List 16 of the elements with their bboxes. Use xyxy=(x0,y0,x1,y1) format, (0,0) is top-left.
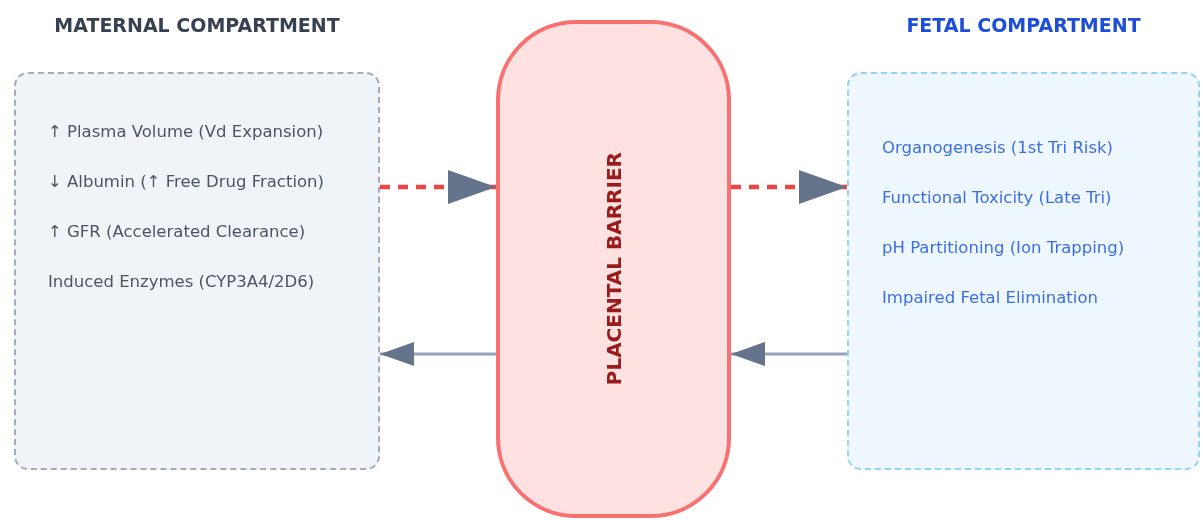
arrow xyxy=(380,170,496,204)
barrier-label: PLACENTAL BARRIER xyxy=(601,152,626,386)
factor-text: Organogenesis (1st Tri Risk) xyxy=(882,138,1114,157)
arrow xyxy=(731,342,847,366)
factor-text: ↑ Plasma Volume (Vd Expansion) xyxy=(48,122,324,141)
factor-text: ↓ Albumin (↑ Free Drug Fraction) xyxy=(48,172,324,191)
arrow xyxy=(731,170,847,204)
arrow xyxy=(380,342,496,366)
factor-text: ↑ GFR (Accelerated Clearance) xyxy=(48,222,306,241)
factor-text: pH Partitioning (Ion Trapping) xyxy=(882,238,1125,257)
factor-text: Impaired Fetal Elimination xyxy=(882,288,1098,307)
compartment-heading: MATERNAL COMPARTMENT xyxy=(53,14,341,36)
barrier-capsule xyxy=(496,20,731,518)
factor-text: Functional Toxicity (Late Tri) xyxy=(882,188,1112,207)
compartment-heading: FETAL COMPARTMENT xyxy=(905,14,1142,36)
factor-text: Induced Enzymes (CYP3A4/2D6) xyxy=(48,272,315,291)
